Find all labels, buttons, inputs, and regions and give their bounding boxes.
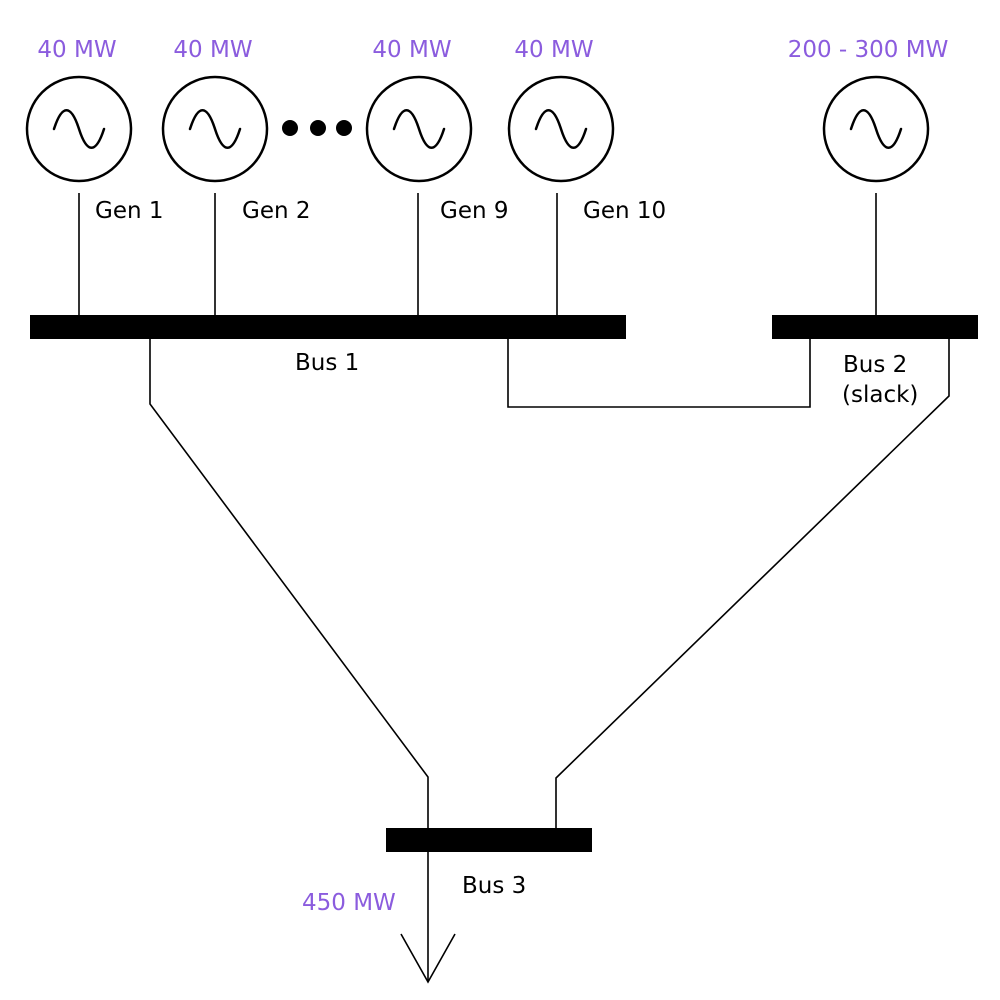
bus-3-bar [386, 828, 592, 852]
gen-10-rating: 40 MW [514, 37, 593, 63]
gen-9-label: Gen 9 [440, 198, 509, 224]
gen-2-rating: 40 MW [173, 37, 252, 63]
ellipsis-dots-icon [282, 120, 352, 136]
ac-generator-icon [161, 75, 269, 183]
bus-2-label: Bus 2 [843, 352, 907, 378]
ac-generator-icon [365, 75, 473, 183]
gen-2-label: Gen 2 [242, 198, 311, 224]
bus-2-bar [772, 315, 978, 339]
load-arrow-icon [400, 933, 456, 984]
gen-1-label: Gen 1 [95, 198, 164, 224]
bus-1-label: Bus 1 [295, 350, 359, 376]
line-bus1-bus2 [507, 339, 811, 408]
load-rating: 450 MW [302, 890, 396, 916]
ac-generator-icon [25, 75, 133, 183]
ac-generator-icon [507, 75, 615, 183]
bus-1-bar [30, 315, 626, 339]
gen-9-rating: 40 MW [372, 37, 451, 63]
line-bus1-bus3 [149, 339, 429, 828]
ac-generator-icon [822, 75, 930, 183]
gen-10-label: Gen 10 [583, 198, 666, 224]
bus-3-label: Bus 3 [462, 873, 526, 899]
slack-gen-rating: 200 - 300 MW [788, 37, 949, 63]
bus-2-slack-label: (slack) [842, 382, 918, 408]
line-bus2-bus3 [555, 339, 950, 828]
gen-1-rating: 40 MW [37, 37, 116, 63]
